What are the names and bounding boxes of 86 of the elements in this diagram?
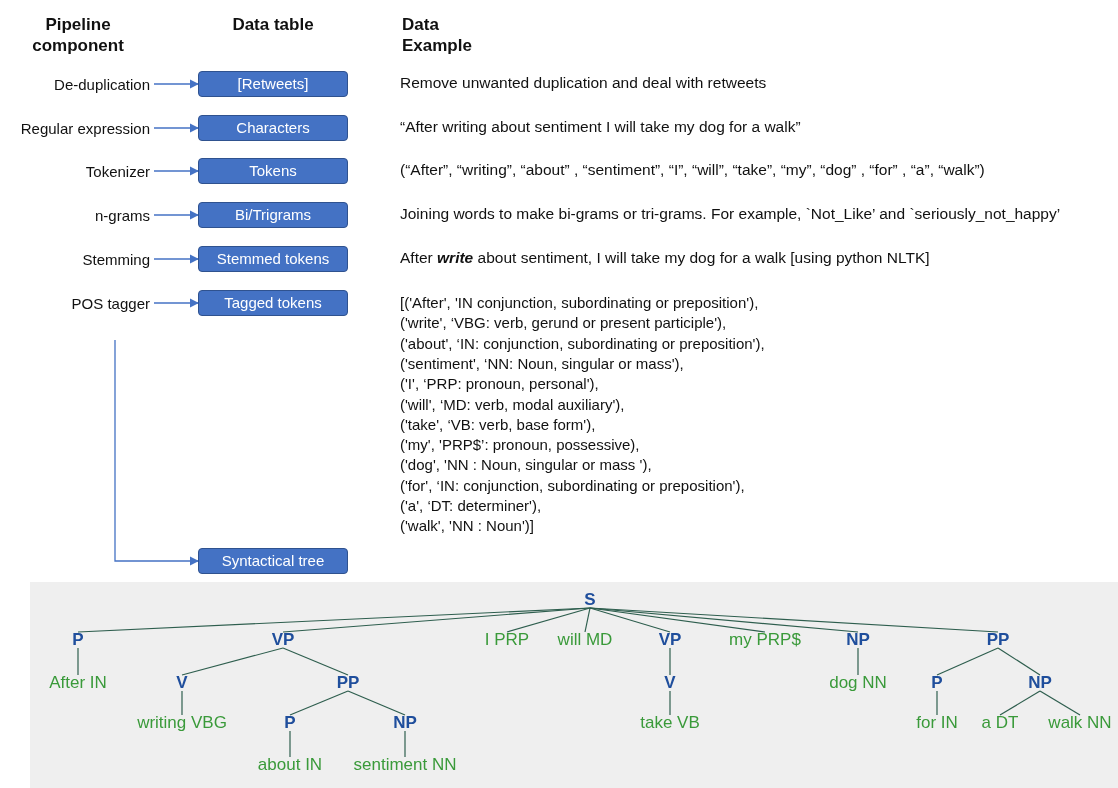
tree-branch [936,647,999,676]
column-heading: Data table [231,14,315,35]
data-table-box: Tokens [198,158,348,184]
phrase-tag: P [931,673,943,693]
tagged-word: walk NN [1048,713,1112,733]
tagged-word: for IN [916,713,958,733]
phrase-tag: NP [846,630,870,650]
tagged-token-line: ('write', ‘VBG: verb, gerund or present participle'), [400,313,727,334]
phrase-tag: S [584,590,596,610]
phrase-tag: PP [986,630,1010,650]
tagged-token-line: ('about', ‘IN: conjunction, subordinating or preposition'), [400,333,765,354]
component-label: Tokenizer [85,162,150,180]
column-heading: Pipeline component [31,14,125,56]
tree-branch [506,607,591,633]
tree-branch [857,647,859,676]
tree-branch [669,690,671,716]
tagged-token-line: ('a', ‘DT: determiner'), [400,496,542,516]
phrase-tag: V [176,673,188,693]
component-label: POS tagger [71,294,150,312]
arrow [153,166,199,176]
tagged-token-line: ('sentiment', ‘NN: Noun, singular or mass'), [400,353,684,374]
arrow [153,79,199,89]
phrase-tag: VP [271,630,295,650]
phrase-tag: VP [658,630,682,650]
example-text: (“After”, “writing”, “about” , “sentiment”, “I”, “will”, “take”, “my”, “dog” , “for” , “a”, “walk”) [400,161,985,179]
phrase-tag: NP [393,713,417,733]
phrase-tag: NP [1028,673,1052,693]
component-label: De-duplication [54,75,150,93]
tree-branch [584,607,591,633]
tree-branch [282,647,349,676]
tree-branch [1039,690,1081,716]
data-table-box: Tagged tokens [198,290,348,316]
data-table-box: Characters [198,115,348,141]
example-text: Remove unwanted duplication and deal with retweets [400,74,767,92]
example-text: “After writing about sentiment I will take my dog for a walk” [400,118,801,136]
tree-branch [589,607,999,633]
tree-branch [282,607,591,633]
phrase-tag: PP [336,673,360,693]
data-table-box: Syntactical tree [198,548,348,574]
tagged-word: take VB [640,713,700,733]
tagged-word: After IN [49,673,107,693]
tagged-token-line: ('for', ‘IN: conjunction, subordinating or preposition'), [400,475,745,496]
tagged-token-line: ('walk', 'NN : Noun')] [400,516,534,537]
arrow [153,254,199,264]
tagged-token-line: ('take', ‘VB: verb, base form'), [400,414,596,435]
tagged-word: sentiment NN [353,755,457,775]
tree-branch [347,690,406,716]
phrase-tag: V [664,673,676,693]
tagged-word: dog NN [829,673,887,693]
tree-branch [997,647,1041,676]
tagged-token-line: [('After', 'IN conjunction, subordinating or preposition'), [400,293,759,313]
tagged-token-line: ('I', ‘PRP: pronoun, personal'), [400,374,599,395]
phrase-tag: P [72,630,84,650]
data-table-box: [Retweets] [198,71,348,97]
component-label: n-grams [95,206,150,224]
tagged-token-line: ('will', ‘MD: verb, modal auxiliary'), [400,394,625,415]
tree-branch [669,647,671,676]
tagged-word: a DT [981,713,1019,733]
tree-branch [936,690,938,716]
tagged-word: I PRP [484,630,530,650]
example-text: After write about sentiment, I will take my dog for a walk [using python NLTK] [400,249,930,267]
tagged-token-line: ('my', 'PRP$’: pronoun, possessive), [400,435,640,456]
tagged-token-line: ('dog', 'NN : Noun, singular or mass '), [400,455,652,476]
arrow [153,210,199,220]
tree-branch [289,730,291,758]
component-label: Stemming [82,250,150,268]
arrow [153,298,199,308]
arrow [153,123,199,133]
tree-branch [77,607,591,633]
column-heading: Data Example [402,14,473,56]
tree-branch [289,690,349,716]
data-table-box: Stemmed tokens [198,246,348,272]
tree-branch [77,647,79,676]
example-text: Joining words to make bi-grams or tri-grams. For example, `Not_Like’ and `seriously_not_happy’ [400,205,1061,223]
arrow [114,339,199,566]
tagged-word: my PRP$ [729,630,801,650]
tagged-word: writing VBG [137,713,227,733]
tree-branch [181,690,183,716]
tree-branch [999,690,1041,716]
data-table-box: Bi/Trigrams [198,202,348,228]
component-label: Regular expression [20,119,150,137]
phrase-tag: P [284,713,296,733]
tree-branch [404,730,406,758]
tagged-word: will MD [557,630,613,650]
tagged-word: about IN [257,755,323,775]
tree-branch [181,647,284,676]
